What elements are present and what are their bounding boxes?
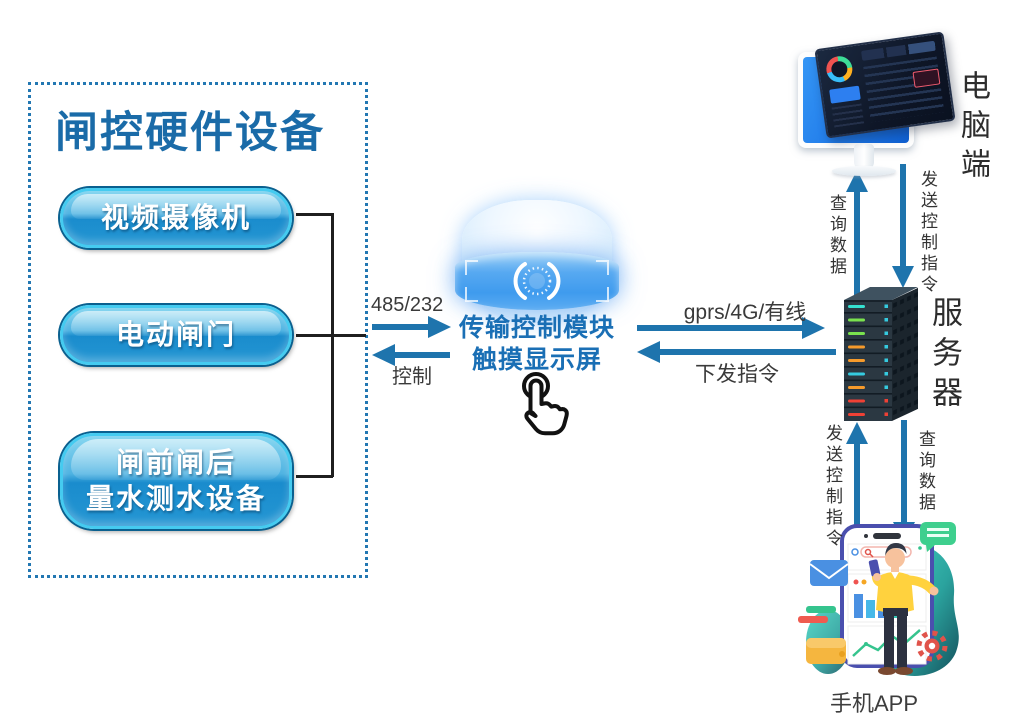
arrow-gprs-line: [637, 325, 804, 331]
device-pill-label: 量水测水设备: [85, 483, 266, 514]
arrow-send-down-head: [892, 266, 914, 288]
corner-bracket-icon: [596, 287, 609, 302]
module-label: 传输控制模块 触摸显示屏: [437, 312, 637, 376]
link-485-label: 485/232: [371, 294, 444, 316]
corner-bracket-icon: [465, 287, 478, 302]
link-control-label: 控制: [392, 366, 432, 388]
gauge-icon: [824, 54, 855, 84]
module-label-line1: 传输控制模块: [458, 314, 615, 342]
device-pill-electric-gate: 电动闸门: [60, 305, 292, 365]
device-pill-video-camera: 视频摄像机: [60, 188, 292, 248]
module-label-line2: 触摸显示屏: [471, 346, 602, 374]
device-pill-label: 电动闸门: [115, 319, 236, 350]
link-issue-label: 下发指令: [695, 363, 779, 386]
control-module-touch-band: [455, 252, 619, 310]
pc-query-label: 查询数据: [827, 194, 846, 278]
bracket-line: [296, 213, 333, 216]
arrow-control-line: [394, 352, 450, 358]
dashboard-screen: [814, 31, 956, 139]
server-node-label: 服务器: [927, 296, 962, 416]
arrow-send-down-line: [900, 164, 906, 268]
device-pill-label: 视频摄像机: [100, 202, 251, 233]
bracket-line: [331, 213, 334, 477]
phone-query-label: 查询数据: [916, 430, 935, 514]
phone-app-illustration: [798, 522, 959, 676]
touch-gesture-icon: [522, 372, 569, 436]
corner-bracket-icon: [596, 260, 609, 275]
arrow-control-head: [372, 344, 395, 366]
phone-send-label: 发送控制指令: [823, 424, 842, 550]
monitor-stand: [854, 144, 874, 170]
arrow-485-head: [428, 316, 451, 338]
pc-send-label: 发送控制指令: [918, 170, 937, 296]
arrow-485-line: [372, 324, 428, 330]
server-tower-illustration: [844, 287, 918, 421]
device-pill-water-measuring: 闸前闸后 量水测水设备: [60, 433, 292, 529]
phone-node-label: 手机APP: [829, 691, 919, 716]
pc-monitor-illustration: [798, 31, 956, 182]
arrow-gprs-head: [802, 317, 825, 339]
arrow-query-down-line: [901, 420, 907, 524]
pc-node-label: 电脑端: [956, 70, 989, 187]
hardware-panel: [28, 82, 368, 578]
corner-bracket-icon: [465, 260, 478, 275]
dashboard-list: [831, 103, 865, 128]
dashboard-panel: [829, 85, 861, 104]
arrow-send-up-head: [846, 422, 868, 444]
arrow-issue-line: [660, 349, 836, 355]
bracket-line: [296, 475, 333, 478]
panel-title: 闸控硬件设备: [55, 109, 325, 157]
device-pill-label: 闸前闸后: [115, 447, 236, 478]
dashboard-table: [863, 56, 945, 123]
arrow-issue-head: [637, 341, 660, 363]
link-gprs-label: gprs/4G/有线: [683, 301, 807, 324]
monitor-base: [832, 166, 896, 176]
arrow-query-up-line: [854, 190, 860, 300]
arrow-send-up-line: [854, 442, 860, 554]
dial-icon: [513, 262, 561, 300]
